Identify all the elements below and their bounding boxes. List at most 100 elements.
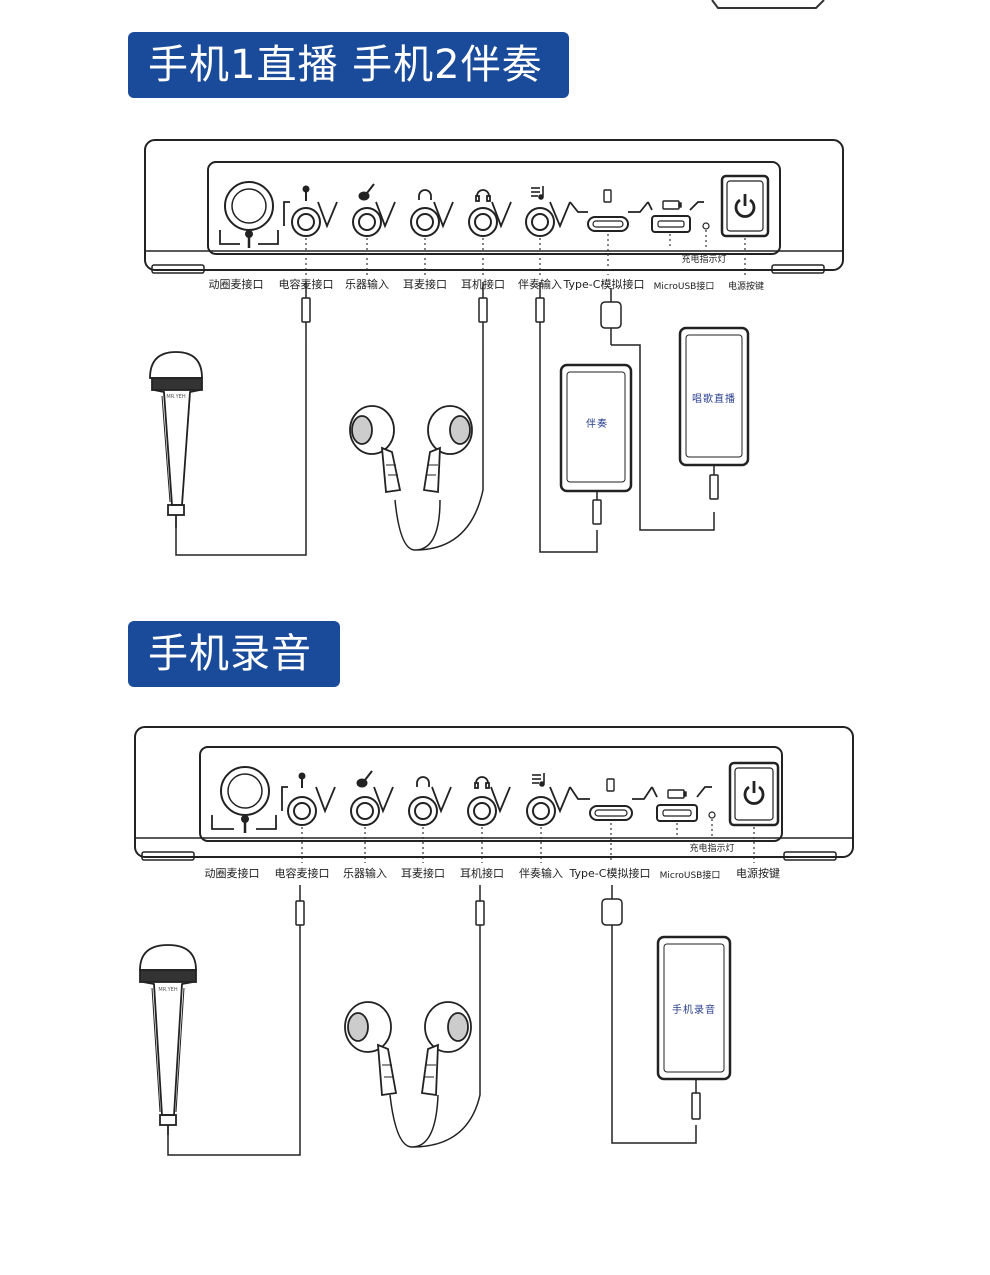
port-label: 乐器输入 bbox=[343, 867, 387, 880]
phone-screen-text: 手机录音 bbox=[672, 1005, 716, 1016]
mic-brand-text: MR.YEH bbox=[158, 987, 178, 993]
accompaniment-cable bbox=[539, 340, 598, 553]
trs-plug-accompaniment bbox=[535, 282, 545, 340]
trs-plug-mic bbox=[295, 885, 305, 940]
port-label: 电容麦接口 bbox=[274, 867, 330, 880]
headphone-jack bbox=[468, 207, 498, 237]
trs-plug-headphone bbox=[475, 885, 485, 940]
mic-icon bbox=[245, 230, 253, 248]
condenser-mic-icon bbox=[298, 772, 306, 788]
port-label: 电源按键 bbox=[736, 867, 780, 880]
phone-screen-text: 唱歌直播 bbox=[692, 394, 736, 405]
mic-cable bbox=[175, 340, 307, 556]
device-body bbox=[144, 139, 844, 271]
port-label: Type-C模拟接口 bbox=[569, 867, 651, 880]
accompaniment-jack bbox=[525, 207, 555, 237]
phone-plug-1 bbox=[592, 490, 602, 525]
micro-usb-port bbox=[656, 804, 698, 822]
phone-record bbox=[656, 935, 732, 1081]
port-label: MicroUSB接口 bbox=[653, 282, 715, 292]
diagram-svg bbox=[144, 139, 844, 556]
diagram-svg bbox=[134, 726, 854, 1156]
device-foot-left bbox=[141, 851, 195, 861]
battery-icon bbox=[667, 789, 687, 799]
phone-plug-1 bbox=[691, 1080, 701, 1120]
condenser-mic-jack bbox=[287, 796, 317, 826]
device-foot-right bbox=[771, 264, 825, 274]
earphones-illustration bbox=[349, 405, 473, 494]
device-panel bbox=[207, 161, 781, 255]
headphone-jack bbox=[467, 796, 497, 826]
device-edge-art bbox=[711, 0, 825, 9]
music-note-icon bbox=[532, 773, 545, 787]
section-title: 手机录音 bbox=[128, 621, 340, 687]
battery-icon bbox=[662, 200, 682, 210]
device-foot-left bbox=[151, 264, 205, 274]
headphone-icon bbox=[474, 776, 490, 789]
condenser-mic-jack bbox=[291, 207, 321, 237]
headset-icon bbox=[418, 189, 432, 200]
port-label: 耳机接口 bbox=[461, 278, 505, 291]
device-panel bbox=[199, 746, 783, 842]
headset-jack bbox=[410, 207, 440, 237]
device-body bbox=[134, 726, 854, 858]
type-c-cable bbox=[611, 344, 715, 531]
microphone-illustration bbox=[139, 944, 197, 1135]
power-button bbox=[728, 761, 780, 827]
power-icon bbox=[734, 194, 756, 218]
phone-accompaniment bbox=[559, 363, 633, 493]
headphone-icon bbox=[475, 189, 491, 202]
headset-icon bbox=[416, 776, 430, 787]
mic-cable bbox=[167, 940, 301, 1156]
microphone-illustration bbox=[149, 351, 203, 528]
port-label: 伴奏输入 bbox=[519, 867, 563, 880]
phone-small-icon bbox=[603, 189, 612, 203]
device-foot-right bbox=[783, 851, 837, 861]
headset-jack bbox=[408, 796, 438, 826]
condenser-mic-icon bbox=[302, 185, 310, 201]
port-label: Type-C模拟接口 bbox=[563, 278, 645, 291]
port-label: 乐器输入 bbox=[345, 278, 389, 291]
phone-plug-2 bbox=[709, 465, 719, 500]
headphone-cable bbox=[394, 340, 484, 551]
port-label: 动圈麦接口 bbox=[208, 278, 264, 291]
port-label: 动圈麦接口 bbox=[204, 867, 260, 880]
charge-led bbox=[702, 222, 710, 230]
micro-usb-port bbox=[651, 215, 691, 233]
port-label: 伴奏输入 bbox=[518, 278, 562, 291]
mic-icon bbox=[241, 815, 249, 833]
phone-screen-text: 伴奏 bbox=[586, 419, 608, 430]
power-button bbox=[720, 174, 770, 238]
type-c-cable bbox=[611, 940, 697, 1144]
port-label: MicroUSB接口 bbox=[659, 871, 721, 881]
instrument-jack bbox=[352, 207, 382, 237]
instrument-jack bbox=[350, 796, 380, 826]
type-c-port bbox=[587, 216, 629, 232]
headphone-cable bbox=[389, 940, 481, 1148]
accompaniment-jack bbox=[526, 796, 556, 826]
trs-plug-headphone bbox=[478, 282, 488, 340]
phone-small-icon bbox=[606, 778, 615, 792]
mic-brand-text: MR.YEH bbox=[166, 394, 186, 400]
charge-led bbox=[708, 811, 716, 819]
port-label: 耳机接口 bbox=[460, 867, 504, 880]
connection-diagram-record: 动圈麦接口 电容麦接口 乐器输入 耳麦接口 耳机接口 伴奏输入 Type-C模拟… bbox=[0, 715, 990, 1275]
earphones-illustration bbox=[344, 1001, 472, 1097]
port-label: 耳麦接口 bbox=[401, 867, 445, 880]
type-c-plug bbox=[601, 885, 623, 940]
guitar-icon bbox=[356, 770, 373, 788]
type-c-port bbox=[589, 805, 633, 821]
trs-plug-mic bbox=[301, 282, 311, 340]
guitar-icon bbox=[358, 183, 375, 201]
connection-diagram-live: 动圈麦接口 电容麦接口 乐器输入 耳麦接口 耳机接口 伴奏输入 Type-C模拟… bbox=[0, 130, 990, 690]
charge-indicator-label: 充电指示灯 bbox=[681, 255, 727, 265]
section-title: 手机1直播 手机2伴奏 bbox=[128, 32, 569, 98]
port-label: 电源按键 bbox=[727, 282, 765, 292]
type-c-plug bbox=[600, 288, 622, 345]
power-icon bbox=[743, 781, 765, 805]
music-note-icon bbox=[531, 186, 544, 200]
port-label: 耳麦接口 bbox=[403, 278, 447, 291]
port-label: 电容麦接口 bbox=[278, 278, 334, 291]
charge-indicator-label: 充电指示灯 bbox=[689, 844, 735, 854]
phone-live bbox=[678, 326, 750, 467]
